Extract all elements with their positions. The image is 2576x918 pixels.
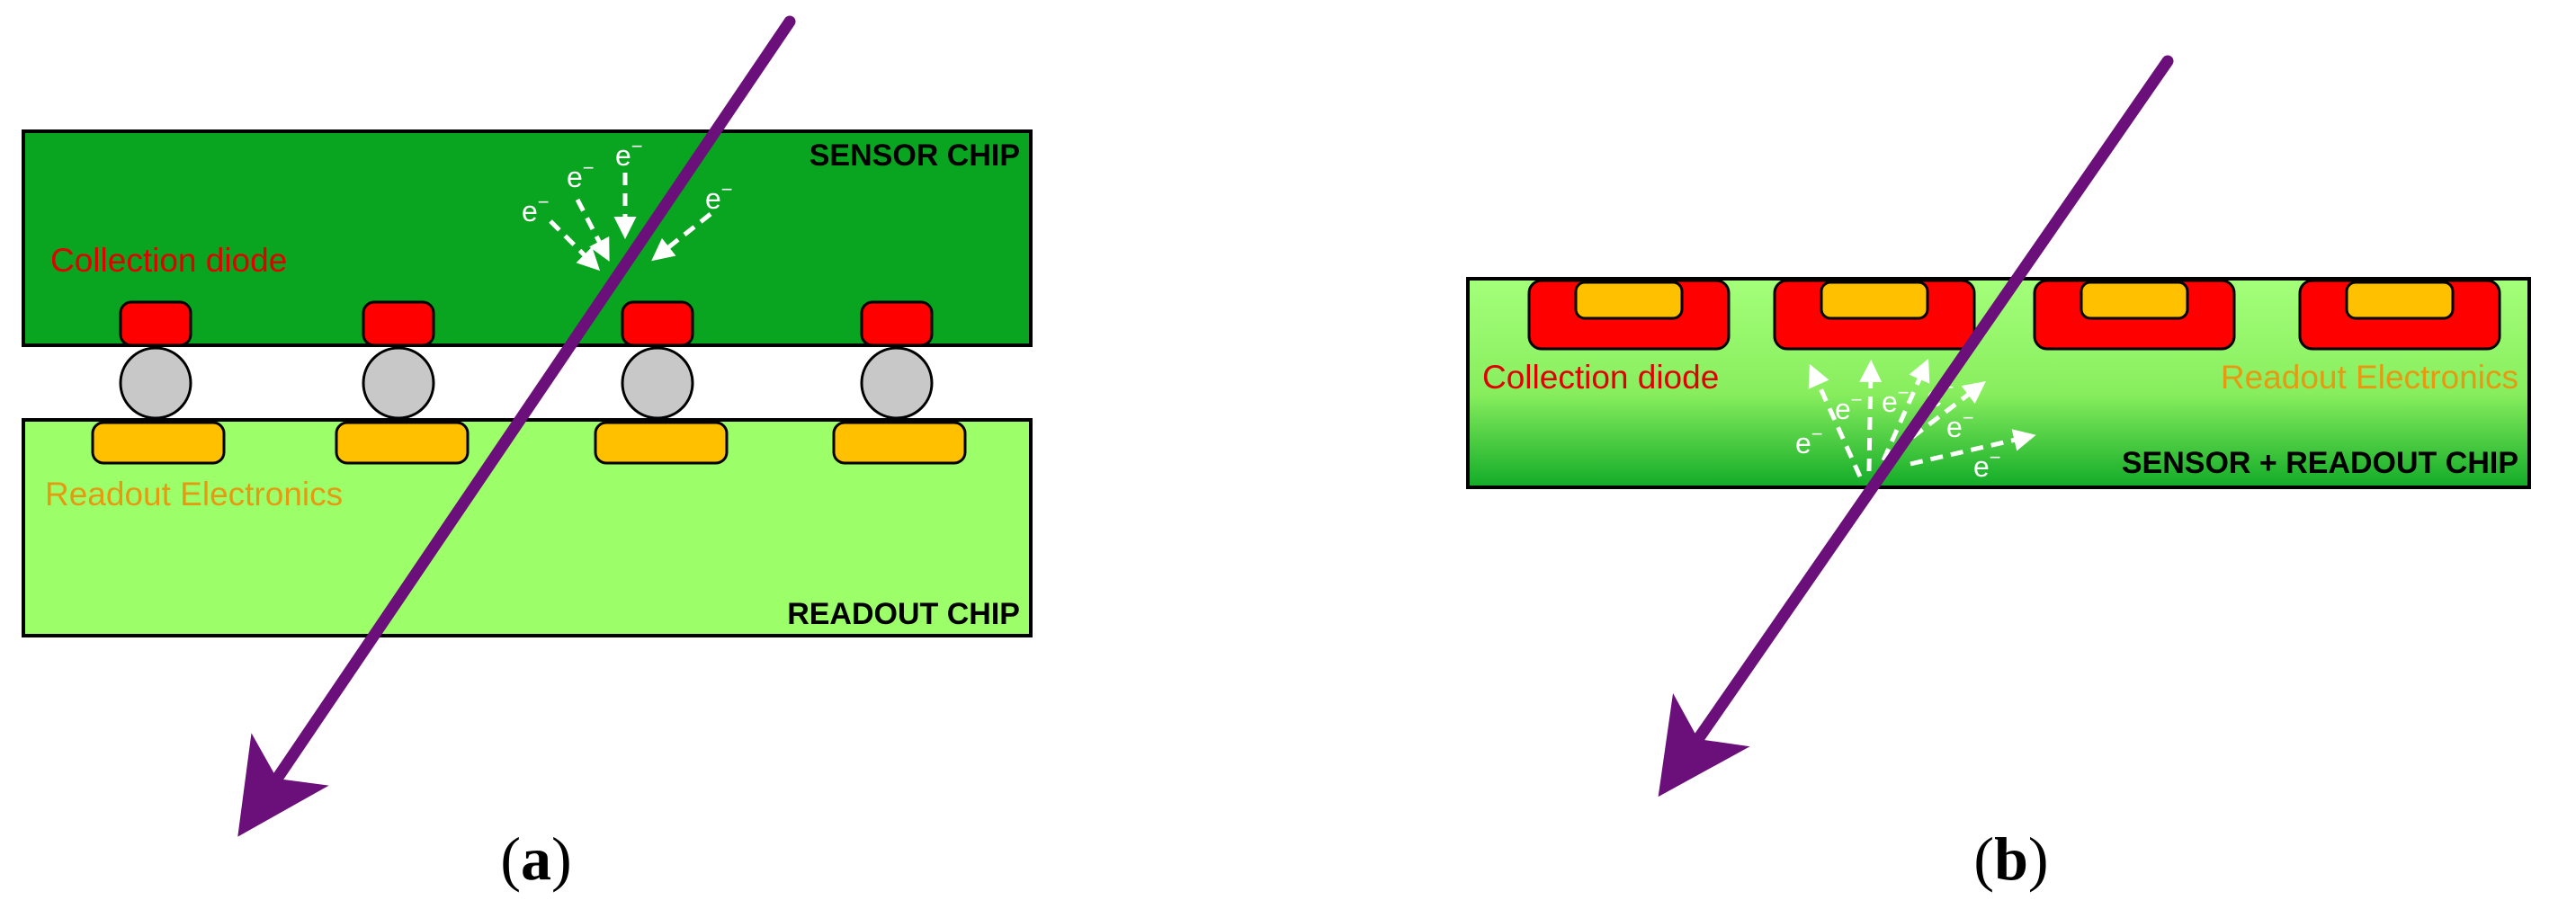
collection-diode-label: Collection diode xyxy=(1482,359,1719,396)
bump-bond xyxy=(860,346,934,420)
collection-diode xyxy=(860,300,934,347)
svg-text:e−: e− xyxy=(522,191,550,227)
collection-diode xyxy=(119,300,192,347)
readout-chip-label: READOUT CHIP xyxy=(787,597,1020,631)
readout-electronics-pad xyxy=(2080,281,2189,320)
svg-text:e−: e− xyxy=(1882,381,1910,418)
bump-bond xyxy=(362,346,435,420)
electron-drift-paths xyxy=(549,173,712,272)
readout-electronics-pad xyxy=(1574,281,1684,320)
svg-text:e−: e− xyxy=(567,156,595,193)
panel-a: SENSOR CHIP READOUT CHIP Collection diod… xyxy=(22,15,1033,893)
sensor-chip-label: SENSOR CHIP xyxy=(809,138,1020,173)
readout-electronics-label: Readout Electronics xyxy=(2221,359,2518,396)
readout-electronics-pad xyxy=(2345,281,2455,320)
collection-diode-label: Collection diode xyxy=(50,242,287,279)
particle-track xyxy=(1658,55,2174,798)
svg-text:e−: e− xyxy=(1795,423,1823,459)
readout-electronics-label: Readout Electronics xyxy=(45,476,343,512)
svg-text:e−: e− xyxy=(1973,446,2001,483)
svg-text:e−: e− xyxy=(615,135,643,172)
bump-bond xyxy=(621,346,694,420)
readout-electronics-pad xyxy=(832,421,967,465)
svg-text:e−: e− xyxy=(705,178,733,215)
collection-diode xyxy=(621,300,694,347)
bump-bond xyxy=(119,346,192,420)
readout-electronics-pad xyxy=(1820,281,1929,320)
panel-b: Collection diode Readout Electronics SEN… xyxy=(1466,55,2531,893)
particle-track xyxy=(237,15,796,837)
collection-diode xyxy=(362,300,435,347)
svg-text:e−: e− xyxy=(1835,388,1863,425)
readout-electronics-pad xyxy=(335,421,470,465)
electron-drift-paths xyxy=(1808,358,2036,478)
svg-text:e−: e− xyxy=(1946,406,1974,443)
electron-labels: e− e− e− e− xyxy=(522,135,733,227)
readout-electronics-pad xyxy=(91,421,226,465)
panel-b-caption: (b) xyxy=(1973,824,2048,893)
readout-electronics-pad xyxy=(594,421,729,465)
chip-label: SENSOR + READOUT CHIP xyxy=(2122,446,2518,480)
panel-a-caption: (a) xyxy=(500,824,571,893)
